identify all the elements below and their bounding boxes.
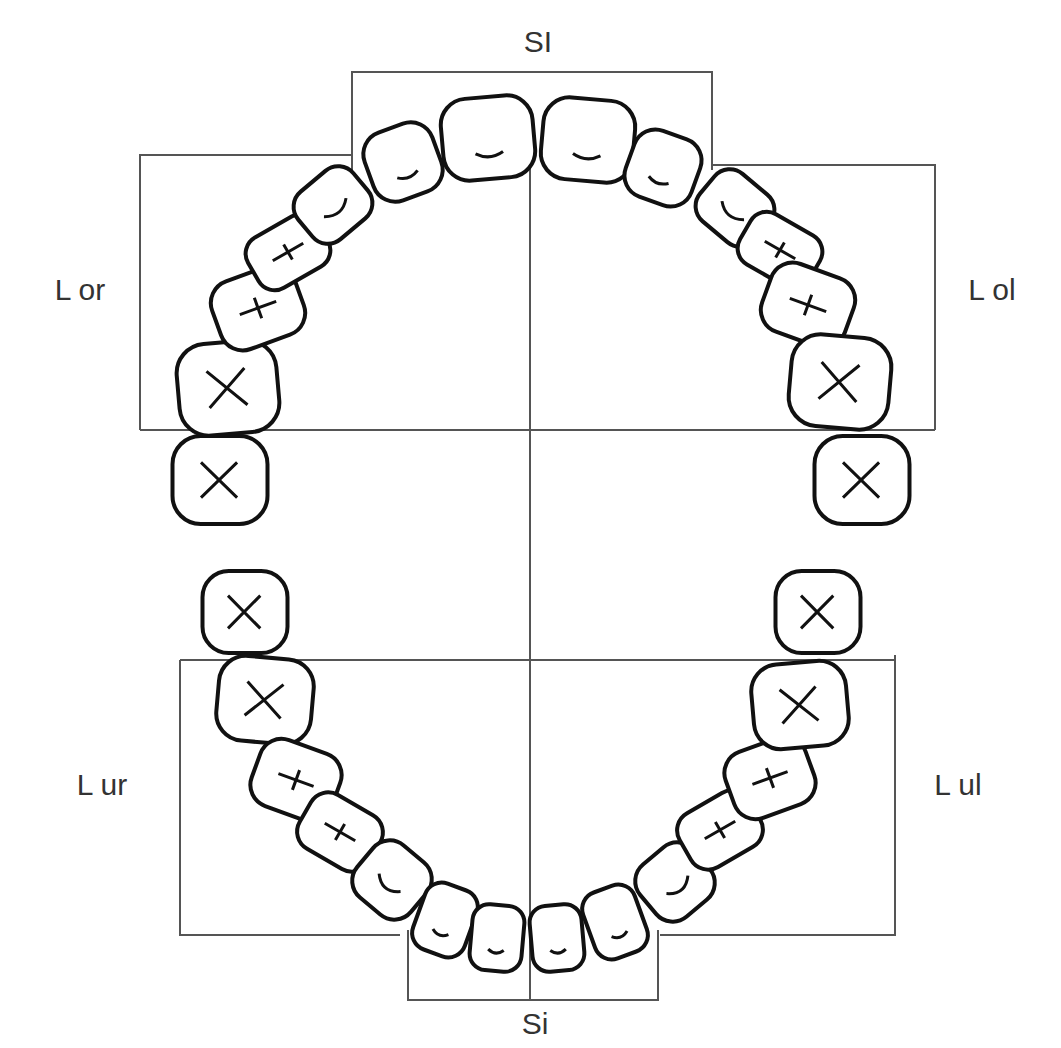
tooth-crown xyxy=(776,571,861,653)
tooth-mark xyxy=(612,931,629,940)
tooth-mark xyxy=(206,368,247,408)
tooth-mark xyxy=(236,291,280,325)
tooth xyxy=(357,116,449,208)
tooth-mark xyxy=(228,596,260,629)
tooth xyxy=(618,123,708,213)
tooth-mark xyxy=(550,949,566,954)
midline xyxy=(529,120,531,1000)
tooth xyxy=(468,903,526,973)
tooth-crown xyxy=(539,95,638,185)
tooth-mark xyxy=(268,236,307,269)
tooth xyxy=(749,659,851,752)
tooth-mark xyxy=(648,176,669,186)
tooth xyxy=(174,338,282,438)
tooth-mark xyxy=(718,201,744,224)
tooth-mark xyxy=(801,596,833,629)
tooth-mark xyxy=(275,764,317,797)
tooth xyxy=(815,436,910,524)
tooth xyxy=(203,571,288,653)
tooth-crown xyxy=(285,158,380,252)
tooth-mark xyxy=(488,949,504,954)
tooth xyxy=(539,95,638,185)
tooth-mark xyxy=(843,462,879,497)
tooth-mark xyxy=(573,154,601,160)
tooth-crown xyxy=(815,436,910,524)
tooth-crown xyxy=(174,338,282,438)
tooth-crown xyxy=(439,93,538,183)
tooth-mark xyxy=(397,170,419,181)
tooth-mark xyxy=(245,681,284,718)
tooth-mark xyxy=(700,813,740,847)
tooth-mark xyxy=(432,929,449,938)
tooth-crown xyxy=(618,123,708,213)
tooth xyxy=(439,93,538,183)
tooth xyxy=(173,436,268,524)
tooth-crown xyxy=(468,903,526,973)
region-frames xyxy=(140,72,935,1000)
region-label: L ol xyxy=(968,275,1015,305)
tooth-crown xyxy=(786,332,894,432)
tooth-crown xyxy=(749,659,851,752)
tooth-mark xyxy=(666,876,692,899)
tooth xyxy=(285,158,380,252)
tooth-mark xyxy=(375,874,401,897)
tooth-mark xyxy=(786,288,830,322)
tooth xyxy=(528,903,586,973)
tooth xyxy=(214,654,316,747)
tooth-crown xyxy=(528,903,586,973)
tooth-crown xyxy=(214,654,316,747)
tooth xyxy=(776,571,861,653)
tooth xyxy=(786,332,894,432)
tooth-mark xyxy=(749,762,791,795)
tooth-mark xyxy=(201,462,237,497)
tooth-crown xyxy=(357,116,449,208)
tooth-mark xyxy=(476,152,504,158)
teeth xyxy=(173,93,910,973)
tooth-mark xyxy=(818,362,859,402)
region-label: L or xyxy=(55,275,106,305)
region-label: L ur xyxy=(77,770,128,800)
tooth-mark xyxy=(324,198,350,221)
tooth-mark xyxy=(780,687,819,724)
tooth-crown xyxy=(203,571,288,653)
region-label: L ul xyxy=(934,770,981,800)
region-label: Si xyxy=(522,1009,549,1039)
tooth-mark xyxy=(320,815,360,849)
tooth-crown xyxy=(173,436,268,524)
region-label: SI xyxy=(524,27,552,57)
